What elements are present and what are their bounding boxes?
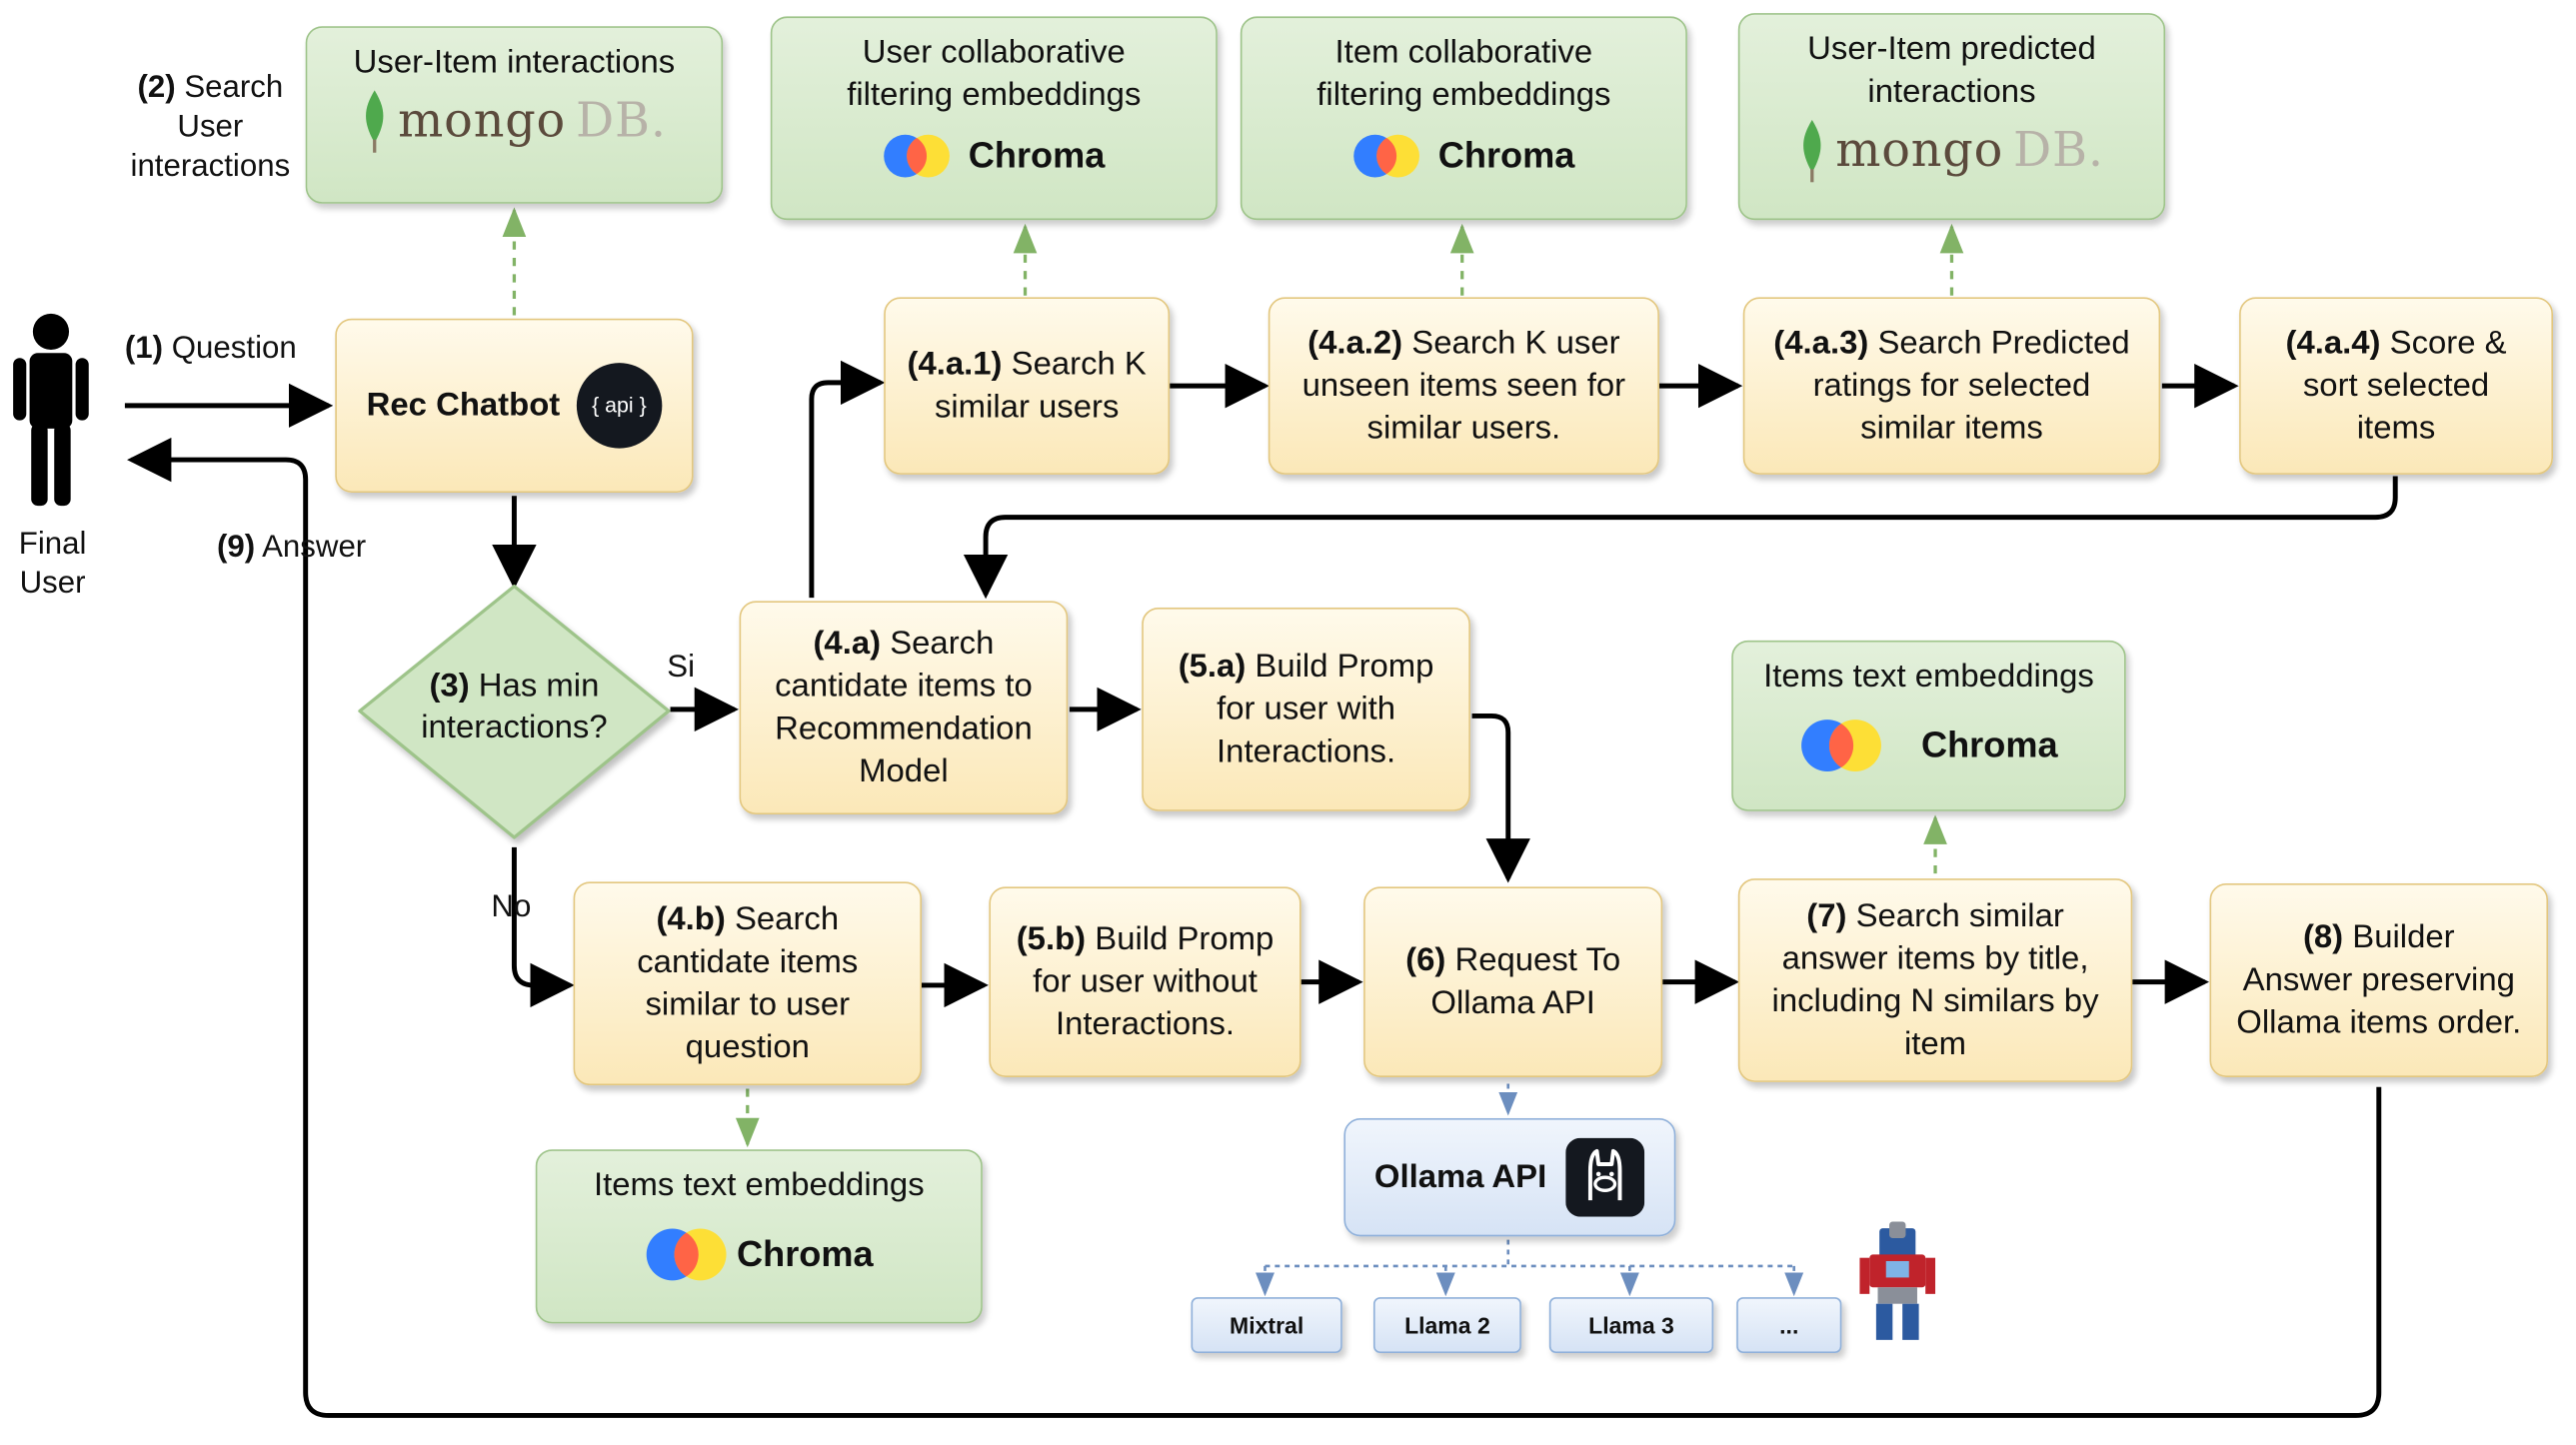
mongodb-leaf-icon	[1803, 119, 1821, 183]
edge-label-yes: Si	[667, 650, 696, 686]
edge-label-no: No	[491, 889, 532, 925]
edge-label-answer: (9) Answer	[216, 530, 367, 566]
store-items-text-embeddings-bottom: Items text embeddings Chroma	[535, 1149, 983, 1324]
chroma-icon	[647, 1228, 728, 1281]
step-4a2[interactable]: (4.a.2) Search K user unseen items seen …	[1268, 297, 1659, 475]
person-icon	[13, 313, 89, 507]
edge-no	[511, 846, 575, 1008]
edge-5a-6	[1471, 713, 1530, 883]
step-4a3[interactable]: (4.a.3) Search Predicted ratings for sel…	[1742, 297, 2161, 475]
step-4a[interactable]: (4.a) Search cantidate items to Recommen…	[739, 601, 1069, 815]
step-5b[interactable]: (5.b) Build Promp for user without Inter…	[989, 886, 1301, 1077]
decision-label: (3) Has min interactions?	[421, 668, 608, 746]
chroma-logo: Chroma	[645, 1226, 874, 1282]
step-4a1[interactable]: (4.a.1) Search K similar users	[884, 297, 1171, 475]
chroma-icon	[1353, 135, 1420, 178]
edge-ollama-models	[1265, 1239, 1794, 1268]
store-item-cf-embeddings: Item collaborative filtering embeddings …	[1240, 16, 1687, 221]
api-icon: { api }	[576, 363, 663, 449]
edge-4a4-4a	[963, 476, 2398, 600]
edge-label-search-user: (2) Search User interactions	[130, 70, 291, 184]
edge-answer	[127, 437, 2382, 1418]
rec-chatbot-node[interactable]: Rec Chatbot { api }	[335, 318, 694, 493]
chroma-icon	[884, 135, 951, 178]
chroma-logo: Chroma	[1352, 133, 1574, 180]
mongodb-leaf-icon	[366, 90, 384, 153]
model-llama-3[interactable]: Llama 3	[1548, 1297, 1714, 1353]
edge-4a-4a1	[809, 360, 886, 599]
step-4a4[interactable]: (4.a.4) Score & sort selected items	[2239, 297, 2553, 475]
rec-chatbot-label: Rec Chatbot	[366, 387, 561, 424]
step-5a[interactable]: (5.a) Build Promp for user with Interact…	[1142, 607, 1470, 811]
chroma-icon	[1801, 720, 1882, 771]
model-more[interactable]: ...	[1736, 1297, 1842, 1353]
chroma-logo: Chroma	[883, 133, 1105, 180]
store-items-text-embeddings-top: Items text embeddings Chroma	[1731, 640, 2126, 811]
decision-diamond	[358, 584, 671, 839]
ollama-api-node[interactable]: Ollama API	[1343, 1118, 1676, 1237]
step-4b[interactable]: (4.b) Search cantidate items similar to …	[573, 881, 923, 1086]
store-user-cf-embeddings: User collaborative filtering embeddings …	[770, 16, 1218, 221]
chroma-logo: Chroma	[1799, 718, 2058, 773]
model-llama-2[interactable]: Llama 2	[1372, 1297, 1521, 1353]
ollama-llama-icon	[1565, 1137, 1645, 1217]
edge-label-question: (1) Question	[124, 331, 297, 367]
step-8[interactable]: (8) Builder Answer preserving Ollama ite…	[2209, 883, 2549, 1077]
step-7[interactable]: (7) Search similar answer items by title…	[1737, 878, 2133, 1082]
model-mixtral[interactable]: Mixtral	[1191, 1297, 1342, 1353]
actor-label: Final User	[18, 527, 87, 602]
robot-icon	[1859, 1221, 1936, 1340]
step-6[interactable]: (6) Request To Ollama API	[1363, 886, 1663, 1077]
